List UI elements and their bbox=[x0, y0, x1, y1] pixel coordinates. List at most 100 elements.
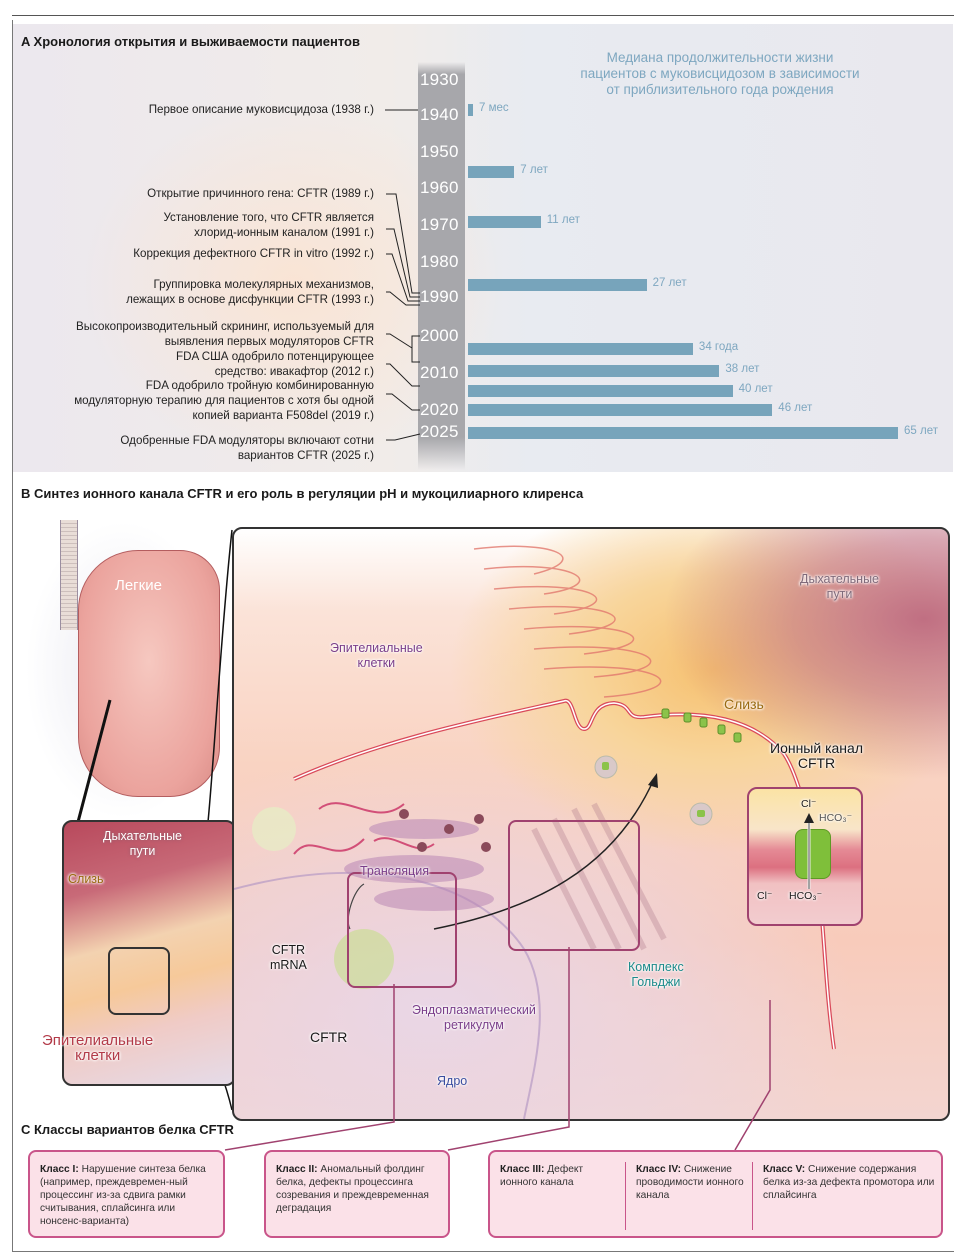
class-divider-2 bbox=[752, 1162, 753, 1230]
translation-box bbox=[347, 872, 457, 988]
transport-arrow bbox=[433, 778, 655, 930]
class-5-desc: Снижение содержания белка из-за дефекта … bbox=[763, 1164, 935, 1201]
year-tick-1960: 1960 bbox=[420, 178, 459, 197]
timeline-event: Первое описание муковисцидоза (1938 г.) bbox=[148, 103, 374, 116]
year-tick-1990: 1990 bbox=[420, 287, 459, 306]
survival-bar-label: 7 мес bbox=[479, 102, 509, 114]
class-4-desc: Снижение проводимости ионного канала bbox=[636, 1164, 744, 1201]
transport-vesicles bbox=[594, 755, 713, 826]
year-tick-2000: 2000 bbox=[420, 326, 459, 345]
section-c-title: C Классы вариантов белка CFTR bbox=[21, 1122, 234, 1137]
survival-bar-label: 65 лет bbox=[904, 425, 938, 437]
lung-illustration bbox=[78, 550, 220, 797]
section-b-title: B Синтез ионного канала CFTR и его роль … bbox=[21, 486, 584, 501]
class-box-2 bbox=[264, 1150, 450, 1238]
section-a-title: A Хронология открытия и выживаемости пац… bbox=[21, 34, 360, 49]
top-rule bbox=[12, 15, 954, 16]
survival-bar-label: 34 года bbox=[698, 341, 739, 353]
figure-frame bbox=[12, 20, 954, 1252]
timeline-event: Высокопроизводительный скрининг, использ… bbox=[76, 320, 374, 348]
label-hco3-bottom: HCO₃⁻ bbox=[789, 890, 823, 902]
connector-1993 bbox=[386, 291, 420, 306]
class-box-1 bbox=[28, 1150, 225, 1238]
class-divider-1 bbox=[625, 1162, 626, 1230]
year-tick-1970: 1970 bbox=[420, 215, 459, 234]
year-tick-2020: 2020 bbox=[420, 400, 459, 419]
label-cl-bottom: Cl⁻ bbox=[757, 890, 773, 902]
microvilli bbox=[473, 545, 662, 698]
year-tick-1950: 1950 bbox=[420, 142, 459, 161]
survival-bar bbox=[468, 365, 720, 377]
survival-bar bbox=[468, 343, 693, 355]
connector-2019 bbox=[386, 393, 420, 411]
class-2-desc: Аномальный фолдинг белка, дефекты процес… bbox=[276, 1164, 429, 1214]
survival-bar-label: 46 лет bbox=[778, 402, 813, 414]
connector-2025 bbox=[386, 433, 421, 441]
label-translation: Трансляция bbox=[360, 864, 429, 878]
survival-bar-label: 11 лет bbox=[546, 214, 580, 226]
label-nucleus: Ядро bbox=[437, 1074, 468, 1088]
er-illustration bbox=[344, 819, 494, 911]
epithelium-zoom-box bbox=[108, 947, 170, 1015]
class-1-desc: Нарушение синтеза белка (например, прежд… bbox=[40, 1164, 206, 1227]
cftr-channel-inset: Cl⁻ HCO₃⁻ Cl⁻ HCO₃⁻ bbox=[747, 787, 863, 926]
timeline-event: Группировка молекулярных механизмов,лежа… bbox=[126, 278, 374, 306]
survival-bar-label: 40 лет bbox=[738, 383, 773, 395]
survival-bar-label: 7 лет bbox=[520, 164, 548, 176]
survival-bar bbox=[468, 216, 541, 228]
label-mucus-left: Слизь bbox=[68, 872, 104, 886]
trachea-illustration bbox=[60, 520, 78, 630]
mrna-glow bbox=[252, 807, 296, 851]
survival-bar bbox=[468, 279, 647, 291]
survival-bar-label: 27 лет bbox=[652, 277, 687, 289]
ion-flow-arrow bbox=[804, 813, 814, 889]
survival-bar-label: 38 лет bbox=[725, 363, 760, 375]
mrna-strands bbox=[293, 802, 435, 855]
class-box-3-5 bbox=[488, 1150, 943, 1238]
timeline-panel bbox=[13, 24, 953, 472]
survival-bar bbox=[468, 385, 733, 397]
class-2-text: Класс II: Аномальный фолдинг белка, дефе… bbox=[276, 1163, 446, 1215]
class-5-text: Класс V: Снижение содержания белка из-за… bbox=[763, 1163, 938, 1202]
year-tick-1940: 1940 bbox=[420, 105, 459, 124]
airway-inset bbox=[62, 820, 236, 1086]
connector-2012 bbox=[386, 363, 420, 387]
year-tick-2025: 2025 bbox=[420, 422, 459, 441]
class-1-text: Класс I: Нарушение синтеза белка (наприм… bbox=[40, 1163, 218, 1228]
label-cftr-gene: CFTR bbox=[310, 1029, 348, 1045]
class-3-text: Класс III: Дефект ионного канала bbox=[500, 1163, 620, 1189]
connector-1992 bbox=[386, 253, 420, 302]
timeline-connectors bbox=[385, 109, 421, 441]
connector-screening bbox=[386, 333, 420, 363]
cftr-channel-icon bbox=[795, 829, 831, 879]
year-tick-2010: 2010 bbox=[420, 363, 459, 382]
label-lungs: Легкие bbox=[115, 577, 162, 594]
year-axis bbox=[418, 62, 465, 470]
year-tick-1930: 1930 bbox=[420, 70, 459, 89]
connector-1991 bbox=[386, 228, 420, 298]
class-4-name: Класс IV: bbox=[636, 1164, 681, 1175]
label-hco3-top: HCO₃⁻ bbox=[819, 812, 853, 824]
class-2-name: Класс II: bbox=[276, 1164, 318, 1175]
class-1-name: Класс I: bbox=[40, 1164, 79, 1175]
timeline-event: Коррекция дефектного CFTR in vitro (1992… bbox=[133, 247, 374, 260]
class-5-name: Класс V: bbox=[763, 1164, 806, 1175]
class-3-desc: Дефект ионного канала bbox=[500, 1164, 584, 1188]
label-mucus-right: Слизь bbox=[724, 696, 764, 712]
timeline-event: Открытие причинного гена: CFTR (1989 г.) bbox=[147, 187, 374, 200]
connector-1989 bbox=[386, 193, 420, 294]
golgi-illustration bbox=[531, 802, 667, 951]
class-3-name: Класс III: bbox=[500, 1164, 545, 1175]
timeline-event: Одобренные FDA модуляторы включают сотни… bbox=[120, 434, 374, 462]
